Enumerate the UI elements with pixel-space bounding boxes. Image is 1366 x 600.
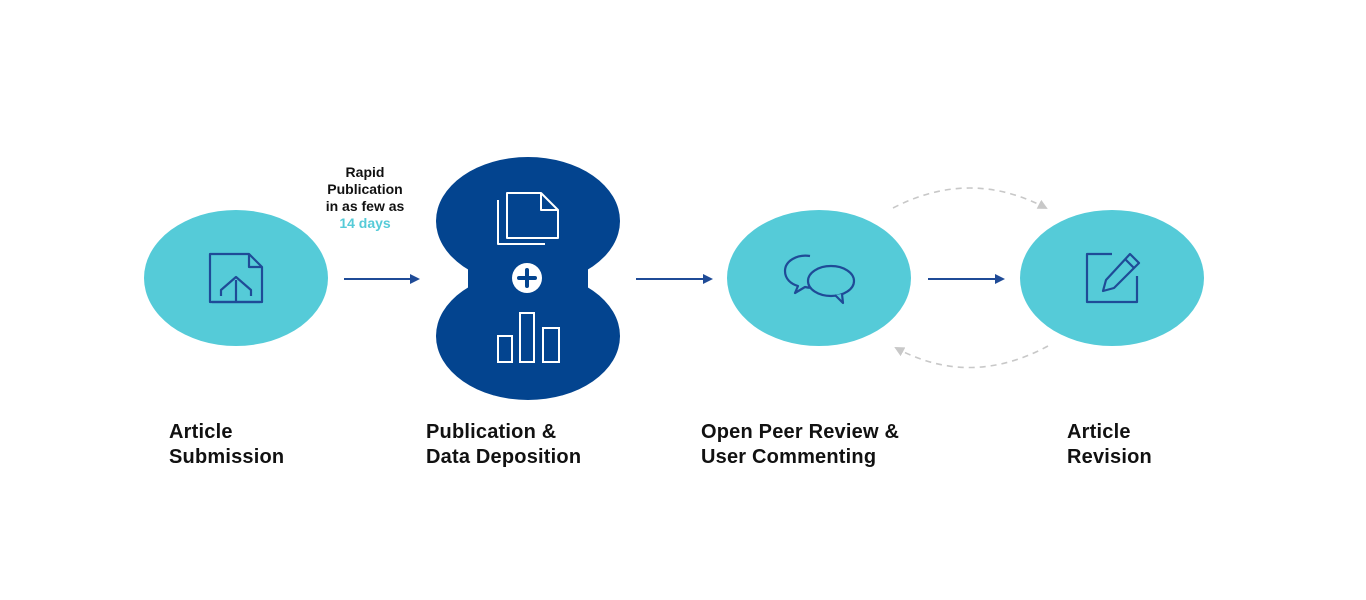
rapid-note-days: 14 days: [339, 215, 391, 231]
stage-label-publication: Publication & Data Deposition: [426, 420, 581, 470]
stage-label-line: Submission: [169, 446, 285, 468]
dashed-loop-arrow-top: [892, 187, 1048, 209]
documents-icon: [497, 192, 559, 245]
revision-circle: [1020, 210, 1204, 346]
stage-label-line: Publication &: [426, 421, 557, 443]
chat-bubbles-icon: [783, 254, 856, 305]
stage-label-line: Data Deposition: [426, 446, 582, 468]
plus-icon: [512, 263, 542, 293]
stage-revision-node: [1020, 210, 1204, 346]
stage-label-line: Article: [1067, 421, 1131, 443]
stage-submission-node: [144, 210, 328, 346]
edit-document-icon: [1085, 252, 1141, 304]
stage-label-review: Open Peer Review & User Commenting: [701, 420, 899, 470]
rapid-publication-note: Rapid Publication in as few as 14 days: [300, 164, 430, 232]
stage-label-line: Revision: [1067, 446, 1152, 468]
stage-label-line: Open Peer Review &: [701, 421, 900, 443]
rapid-note-line2: Publication: [327, 181, 403, 197]
stage-label-line: Article: [169, 421, 233, 443]
stage-label-revision: Article Revision: [1067, 420, 1152, 470]
rapid-note-line1: Rapid: [345, 164, 385, 180]
bar-chart-icon: [497, 312, 560, 363]
stage-label-submission: Article Submission: [169, 420, 284, 470]
stage-review-node: [727, 210, 911, 346]
document-upload-icon: [208, 252, 264, 304]
stage-publication-node: [436, 157, 620, 400]
rapid-note-line3: in as few as: [325, 198, 405, 214]
stage-label-line: User Commenting: [701, 446, 877, 468]
dashed-loop-arrow-bottom: [894, 345, 1049, 369]
